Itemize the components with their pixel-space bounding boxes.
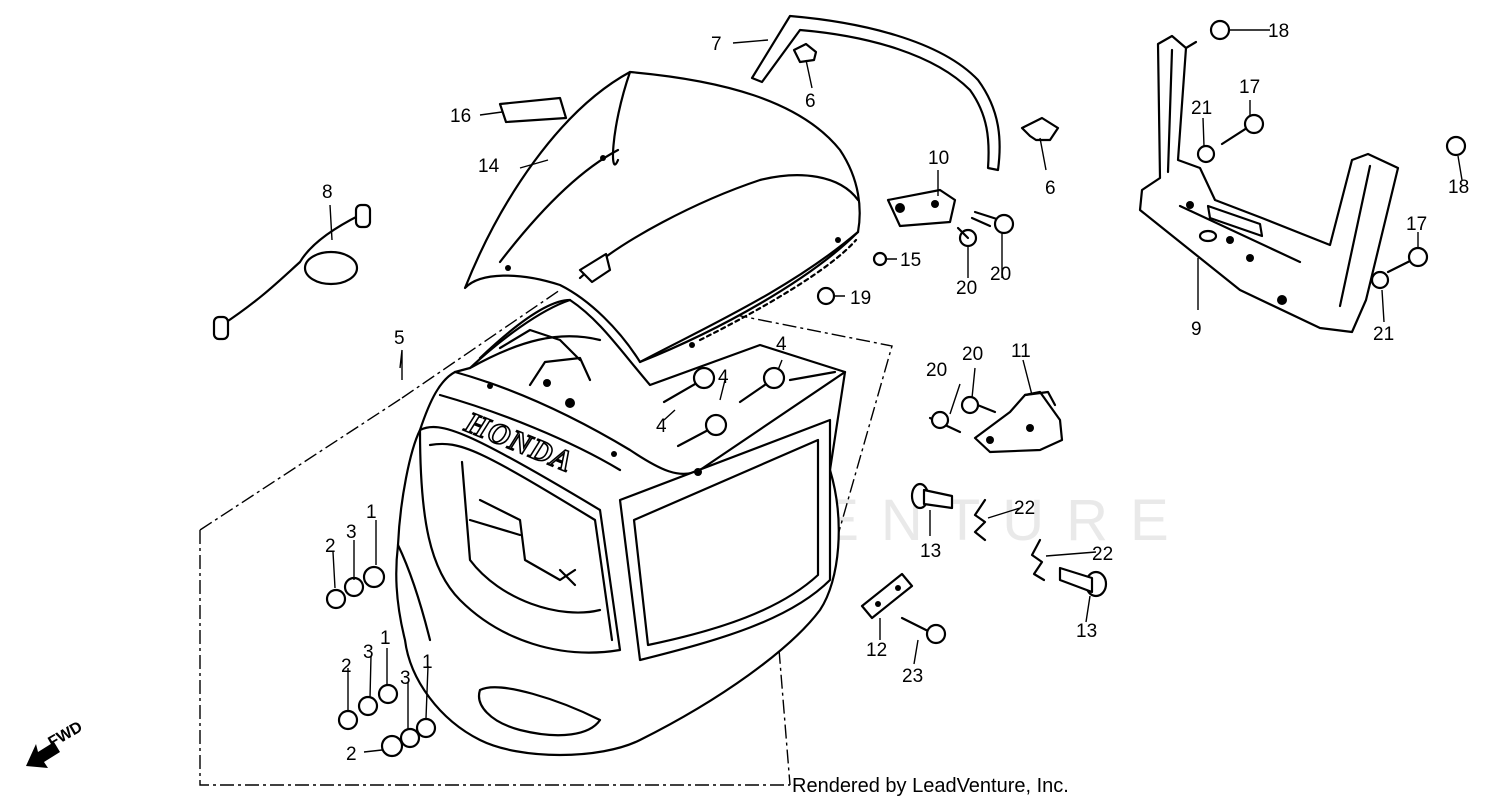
callout-4-a: 4 — [718, 367, 729, 388]
callout-6-right: 6 — [1045, 178, 1056, 199]
callout-21-b: 21 — [1373, 324, 1394, 345]
callout-13-b: 13 — [1076, 621, 1097, 642]
callout-14: 14 — [478, 156, 500, 177]
callout-labels: 7 6 6 14 16 8 5 10 15 19 20 20 20 20 11 … — [322, 21, 1469, 765]
callout-2-b: 2 — [341, 656, 352, 677]
callout-16: 16 — [450, 106, 471, 127]
grommet-19 — [816, 286, 836, 306]
callout-20-a: 20 — [956, 278, 977, 299]
clip-parts — [792, 42, 1060, 142]
callout-17-a: 17 — [1239, 77, 1260, 98]
bolts-4 — [662, 366, 786, 448]
callout-1-b: 1 — [380, 628, 391, 649]
wiring-part — [212, 203, 372, 341]
callout-2-c: 2 — [346, 744, 357, 765]
callout-11: 11 — [1011, 341, 1031, 362]
callout-20-c: 20 — [926, 360, 947, 381]
callout-20-d: 20 — [962, 344, 983, 365]
leader-lines — [329, 29, 1463, 753]
callout-18-a: 18 — [1268, 21, 1289, 42]
emblem-part — [498, 96, 568, 124]
callout-1-c: 1 — [422, 652, 433, 673]
callout-9: 9 — [1191, 319, 1202, 340]
stay-fasteners — [1184, 19, 1467, 290]
trim-strip — [750, 14, 1001, 172]
callout-19: 19 — [850, 288, 871, 309]
render-credit: Rendered by LeadVenture, Inc. — [792, 775, 1069, 797]
bracket-11 — [928, 390, 1064, 454]
grommet-15 — [872, 251, 888, 267]
callout-22-b: 22 — [1092, 544, 1113, 565]
callout-1-a: 1 — [366, 502, 377, 523]
callout-17-b: 17 — [1406, 214, 1427, 235]
callout-3-b: 3 — [363, 642, 374, 663]
clips-22 — [973, 498, 1046, 582]
fwd-label: FWD — [46, 719, 86, 752]
callout-18-b: 18 — [1448, 177, 1469, 198]
nuts-and-washers — [325, 565, 437, 758]
callout-4-b: 4 — [776, 334, 787, 355]
forward-direction-indicator: FWD — [26, 719, 86, 768]
stay-bracket-9 — [1138, 34, 1400, 334]
windscreen — [463, 70, 861, 364]
callout-21-a: 21 — [1191, 98, 1212, 119]
screws-20-upper — [956, 210, 1015, 248]
bracket-12 — [860, 572, 947, 645]
callout-13-a: 13 — [920, 541, 941, 562]
callout-3-c: 3 — [400, 668, 411, 689]
callout-12: 12 — [866, 640, 887, 661]
callout-6-top: 6 — [805, 91, 816, 112]
callout-5: 5 — [394, 328, 405, 349]
bracket-10 — [886, 188, 957, 228]
reference-frame-lines — [199, 289, 893, 786]
callout-4-c: 4 — [656, 416, 667, 437]
callout-2-a: 2 — [325, 536, 336, 557]
callout-3-a: 3 — [346, 522, 357, 543]
fwd-arrow-icon — [26, 742, 60, 768]
callout-22-a: 22 — [1014, 498, 1035, 519]
callout-23: 23 — [902, 666, 923, 687]
headlight-cowl: HONDA — [395, 298, 847, 757]
callout-7: 7 — [711, 34, 722, 55]
pins-13 — [910, 482, 1108, 598]
callout-10: 10 — [928, 148, 949, 169]
callout-15: 15 — [900, 250, 921, 271]
callout-20-b: 20 — [990, 264, 1011, 285]
callout-8: 8 — [322, 182, 333, 203]
